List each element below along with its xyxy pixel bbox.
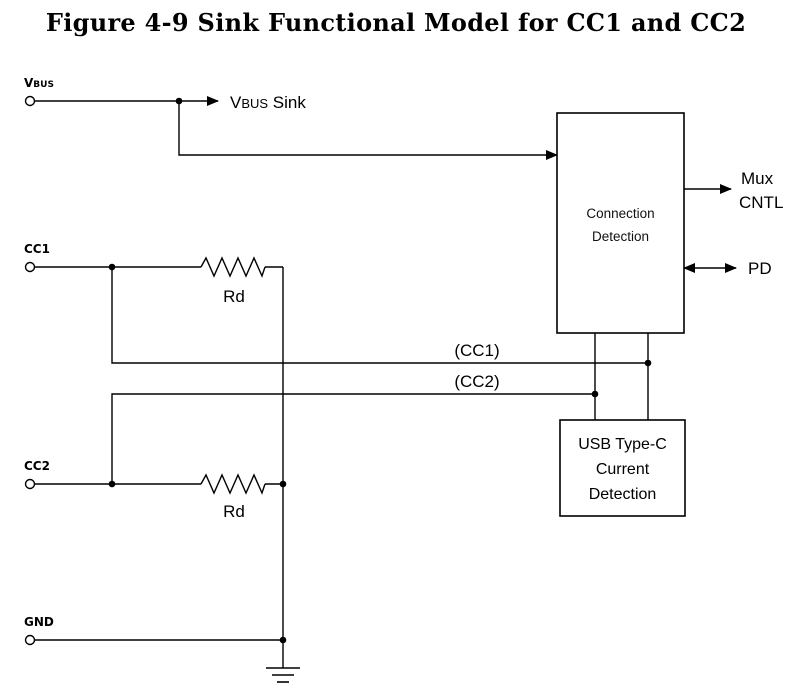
rd-bottom-resistor bbox=[200, 473, 266, 495]
connection-detection-label-line2: Detection bbox=[592, 229, 649, 244]
cntl-label: CNTL bbox=[739, 193, 783, 212]
vbus-terminal bbox=[24, 95, 36, 107]
cc2-net-line bbox=[111, 393, 595, 484]
current-detection-label-line3: Detection bbox=[589, 486, 657, 503]
ground-rail-junction-cc2 bbox=[279, 480, 287, 488]
connection-detection-block bbox=[556, 112, 685, 334]
gnd-terminal bbox=[24, 634, 36, 646]
mux-label: Mux bbox=[741, 169, 774, 188]
vbus-pin-label: VBUS bbox=[24, 76, 54, 90]
ground-symbol-icon bbox=[266, 667, 300, 683]
cc1-terminal bbox=[24, 261, 36, 273]
current-detection-label-line1: USB Type-C bbox=[578, 436, 667, 453]
rd-top-resistor bbox=[200, 256, 266, 278]
cc2-net-label: (CC2) bbox=[454, 372, 499, 391]
current-detection-label-line2: Current bbox=[596, 461, 650, 478]
cc1-net-line bbox=[111, 267, 648, 364]
rd-bottom-label: Rd bbox=[223, 502, 245, 521]
cc2-terminal bbox=[24, 478, 36, 490]
vbus-to-detection-wire bbox=[178, 101, 558, 160]
vbus-sink-label: VBUS Sink bbox=[230, 93, 306, 112]
figure-title: Figure 4-9 Sink Functional Model for CC1… bbox=[45, 8, 747, 37]
cc2-pin-label: CC2 bbox=[24, 459, 50, 473]
cc1-net-label: (CC1) bbox=[454, 341, 499, 360]
pd-label: PD bbox=[748, 259, 772, 278]
cc2-net-junction bbox=[591, 390, 599, 398]
current-detection-block bbox=[559, 419, 686, 517]
connection-detection-label-line1: Connection bbox=[586, 206, 654, 221]
gnd-pin-label: GND bbox=[24, 615, 54, 629]
cc1-net-junction bbox=[644, 359, 652, 367]
rd-top-label: Rd bbox=[223, 287, 245, 306]
cc1-pin-label: CC1 bbox=[24, 242, 50, 256]
